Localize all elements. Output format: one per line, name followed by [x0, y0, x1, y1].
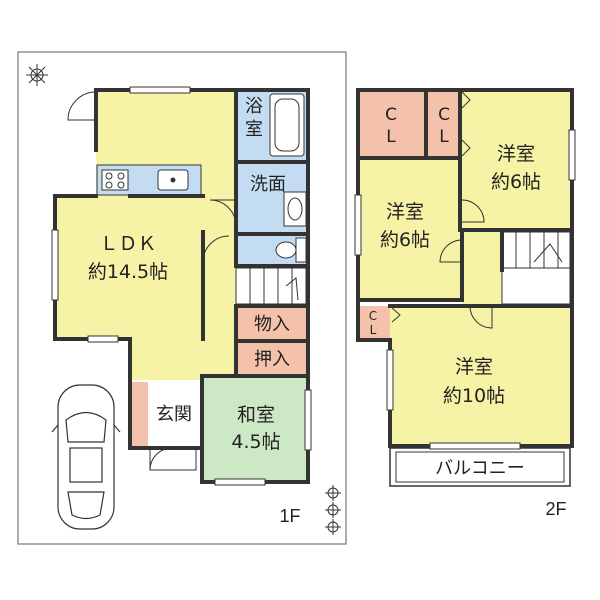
- closet-room: [236, 341, 308, 376]
- washitsu-label: 和室: [237, 404, 275, 426]
- cl-room-a: [358, 90, 424, 158]
- cl-c-top: C: [369, 309, 377, 323]
- hall-area: [130, 300, 235, 380]
- tree-icon: [26, 64, 48, 86]
- entrance-label: 玄関: [156, 404, 192, 425]
- kitchen-counter: [96, 164, 202, 196]
- western-room-s: [390, 306, 572, 446]
- western-ne-label: 洋室: [497, 143, 535, 165]
- ldk-label: ＬＤＫ: [99, 233, 156, 255]
- bath-label-top: 浴: [245, 96, 263, 117]
- cl-b-top: C: [438, 105, 450, 125]
- cl-b-bottom: L: [439, 127, 449, 147]
- wash-label: 洗面: [250, 174, 286, 195]
- bath-label-bottom: 室: [245, 119, 263, 140]
- windows-1f: [51, 86, 312, 486]
- western-room-ne: [460, 90, 572, 230]
- walls-2f: [356, 88, 574, 448]
- western-w-label: 洋室: [386, 201, 424, 223]
- ldk-size: 約14.5帖: [88, 261, 168, 283]
- storage-room: [236, 306, 308, 341]
- balcony-inner: [395, 451, 565, 483]
- cl-room-b: [428, 90, 460, 158]
- windows-2f: [354, 129, 576, 450]
- bathtub: [269, 93, 305, 157]
- western-room-w: [358, 160, 462, 300]
- closet-label: 押入: [254, 349, 290, 370]
- hall-2f: [462, 230, 502, 306]
- shrub-icon: [325, 485, 341, 535]
- cl-room-c: [358, 306, 390, 340]
- wash-basin: [283, 191, 307, 227]
- doors-1f: [67, 91, 237, 471]
- hall-area-2: [203, 196, 236, 306]
- floor-label-2f: 2F: [545, 499, 566, 519]
- stairs-2f: [501, 231, 571, 305]
- western-w-size: 約6帖: [380, 229, 430, 251]
- floor-label-1f: 1F: [279, 506, 300, 526]
- entrance-step: [130, 382, 148, 448]
- balcony-label: バルコニー: [435, 458, 525, 479]
- western-ne-size: 約6帖: [491, 171, 541, 193]
- lot-boundary: [17, 51, 347, 545]
- storage-label: 物入: [254, 314, 290, 335]
- doors-2f: [366, 91, 493, 329]
- washitsu-room: [202, 376, 308, 482]
- stairs-1f: [235, 267, 307, 305]
- washitsu-size: 4.5帖: [231, 431, 280, 453]
- western-s-label: 洋室: [455, 356, 493, 378]
- cl-a-top: C: [385, 105, 397, 125]
- cl-a-bottom: L: [386, 127, 396, 147]
- cl-c-bottom: L: [370, 323, 377, 337]
- western-s-size: 約10帖: [443, 385, 505, 407]
- car-icon: [51, 384, 121, 530]
